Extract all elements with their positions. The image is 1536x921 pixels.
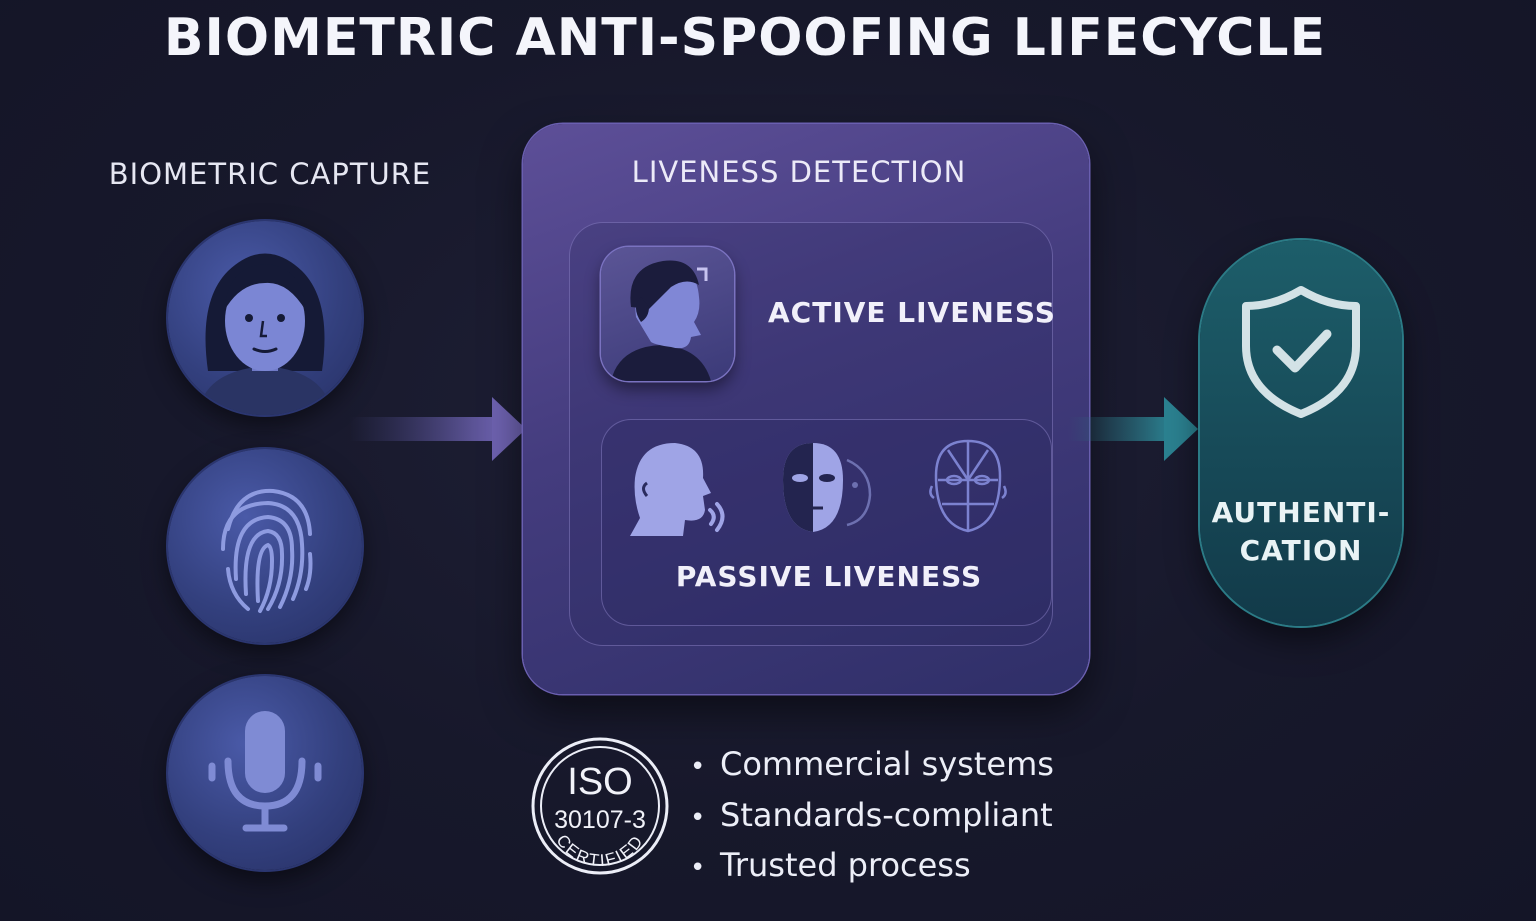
capture-heading: BIOMETRIC CAPTURE [108,157,432,191]
authentication-label-line1: AUTHENTI- [1211,496,1391,529]
page-title: BIOMETRIC ANTI-SPOOFING LIFECYCLE [163,8,1327,68]
list-item: •Trusted process [690,846,971,884]
authentication-panel [1200,240,1402,626]
capture-face-circle [168,221,362,415]
microphone-icon [208,711,322,832]
mask-face-icon [783,443,872,532]
list-item: •Standards-compliant [690,795,1053,834]
liveness-heading: LIVENESS DETECTION [631,155,967,189]
authentication-label-line2: CATION [1239,534,1363,567]
capture-fingerprint-circle [168,449,362,643]
iso-benefits-list: •Commercial systems •Standards-compliant… [690,742,1054,894]
shield-check-icon [1242,286,1360,418]
iso-seal-line1: ISO [567,761,632,803]
authentication-label: AUTHENTI- CATION [1200,494,1402,570]
face-mesh-icon [929,439,1007,533]
head-profile-sound-icon [630,443,725,536]
woman-face-icon [198,253,332,415]
list-item: •Commercial systems [690,745,1054,783]
iso-seal-line2: 30107-3 [554,806,646,834]
passive-liveness-label: PASSIVE LIVENESS [675,560,983,593]
capture-voice-circle [168,676,362,870]
iso-certified-seal: ISO 30107-3 CERTIFIED [531,737,669,875]
active-liveness-tile [601,247,734,381]
arrow-to-liveness [350,397,526,461]
arrow-to-authentication [1068,397,1198,461]
active-liveness-label: ACTIVE LIVENESS [768,296,1056,329]
fingerprint-icon [221,488,313,613]
head-turn-icon [611,260,711,381]
